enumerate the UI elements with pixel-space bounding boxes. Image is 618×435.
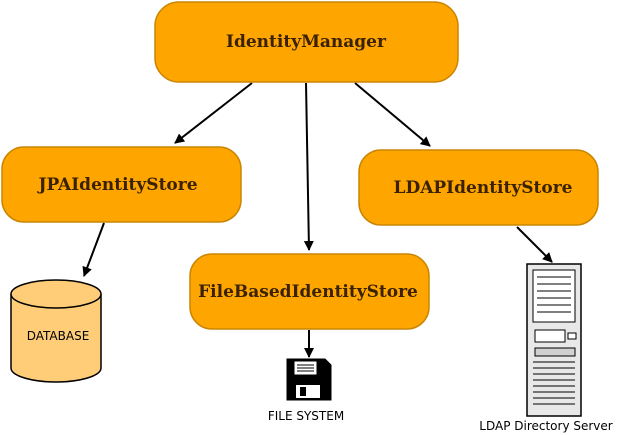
server-tower-icon bbox=[526, 263, 582, 417]
database-cylinder-top bbox=[10, 279, 102, 309]
node-identity-manager-box bbox=[154, 1, 459, 83]
node-file-based-identity-store-label: FileBasedIdentityStore bbox=[198, 282, 418, 302]
ldap-server-label: LDAP Directory Server bbox=[479, 419, 613, 433]
database-cylinder-body bbox=[10, 294, 102, 383]
arrow-manager-to-jpa bbox=[174, 82, 253, 144]
connectors bbox=[82, 82, 553, 358]
database-cylinder: DATABASE bbox=[10, 279, 102, 383]
database-label: DATABASE bbox=[27, 329, 90, 343]
node-file-based-identity-store-box bbox=[189, 253, 430, 330]
node-ldap-identity-store-label: LDAPIdentityStore bbox=[394, 178, 573, 198]
node-identity-manager: IdentityManager bbox=[154, 1, 459, 83]
node-jpa-identity-store: JPAIdentityStore bbox=[1, 146, 242, 223]
arrow-manager-to-ldap bbox=[354, 82, 431, 147]
arrow-jpa-to-database bbox=[82, 222, 105, 277]
node-identity-manager-label: IdentityManager bbox=[226, 32, 387, 52]
floppy-disk-icon bbox=[286, 358, 332, 401]
node-jpa-identity-store-box bbox=[1, 146, 242, 223]
node-jpa-identity-store-label: JPAIdentityStore bbox=[36, 175, 197, 195]
node-ldap-identity-store-box bbox=[358, 149, 599, 226]
node-file-based-identity-store: FileBasedIdentityStore bbox=[189, 253, 430, 330]
file-system-label: FILE SYSTEM bbox=[268, 409, 344, 423]
node-ldap-identity-store: LDAPIdentityStore bbox=[358, 149, 599, 226]
arrow-manager-to-file bbox=[303, 82, 314, 251]
arrow-ldap-to-server bbox=[516, 226, 553, 263]
